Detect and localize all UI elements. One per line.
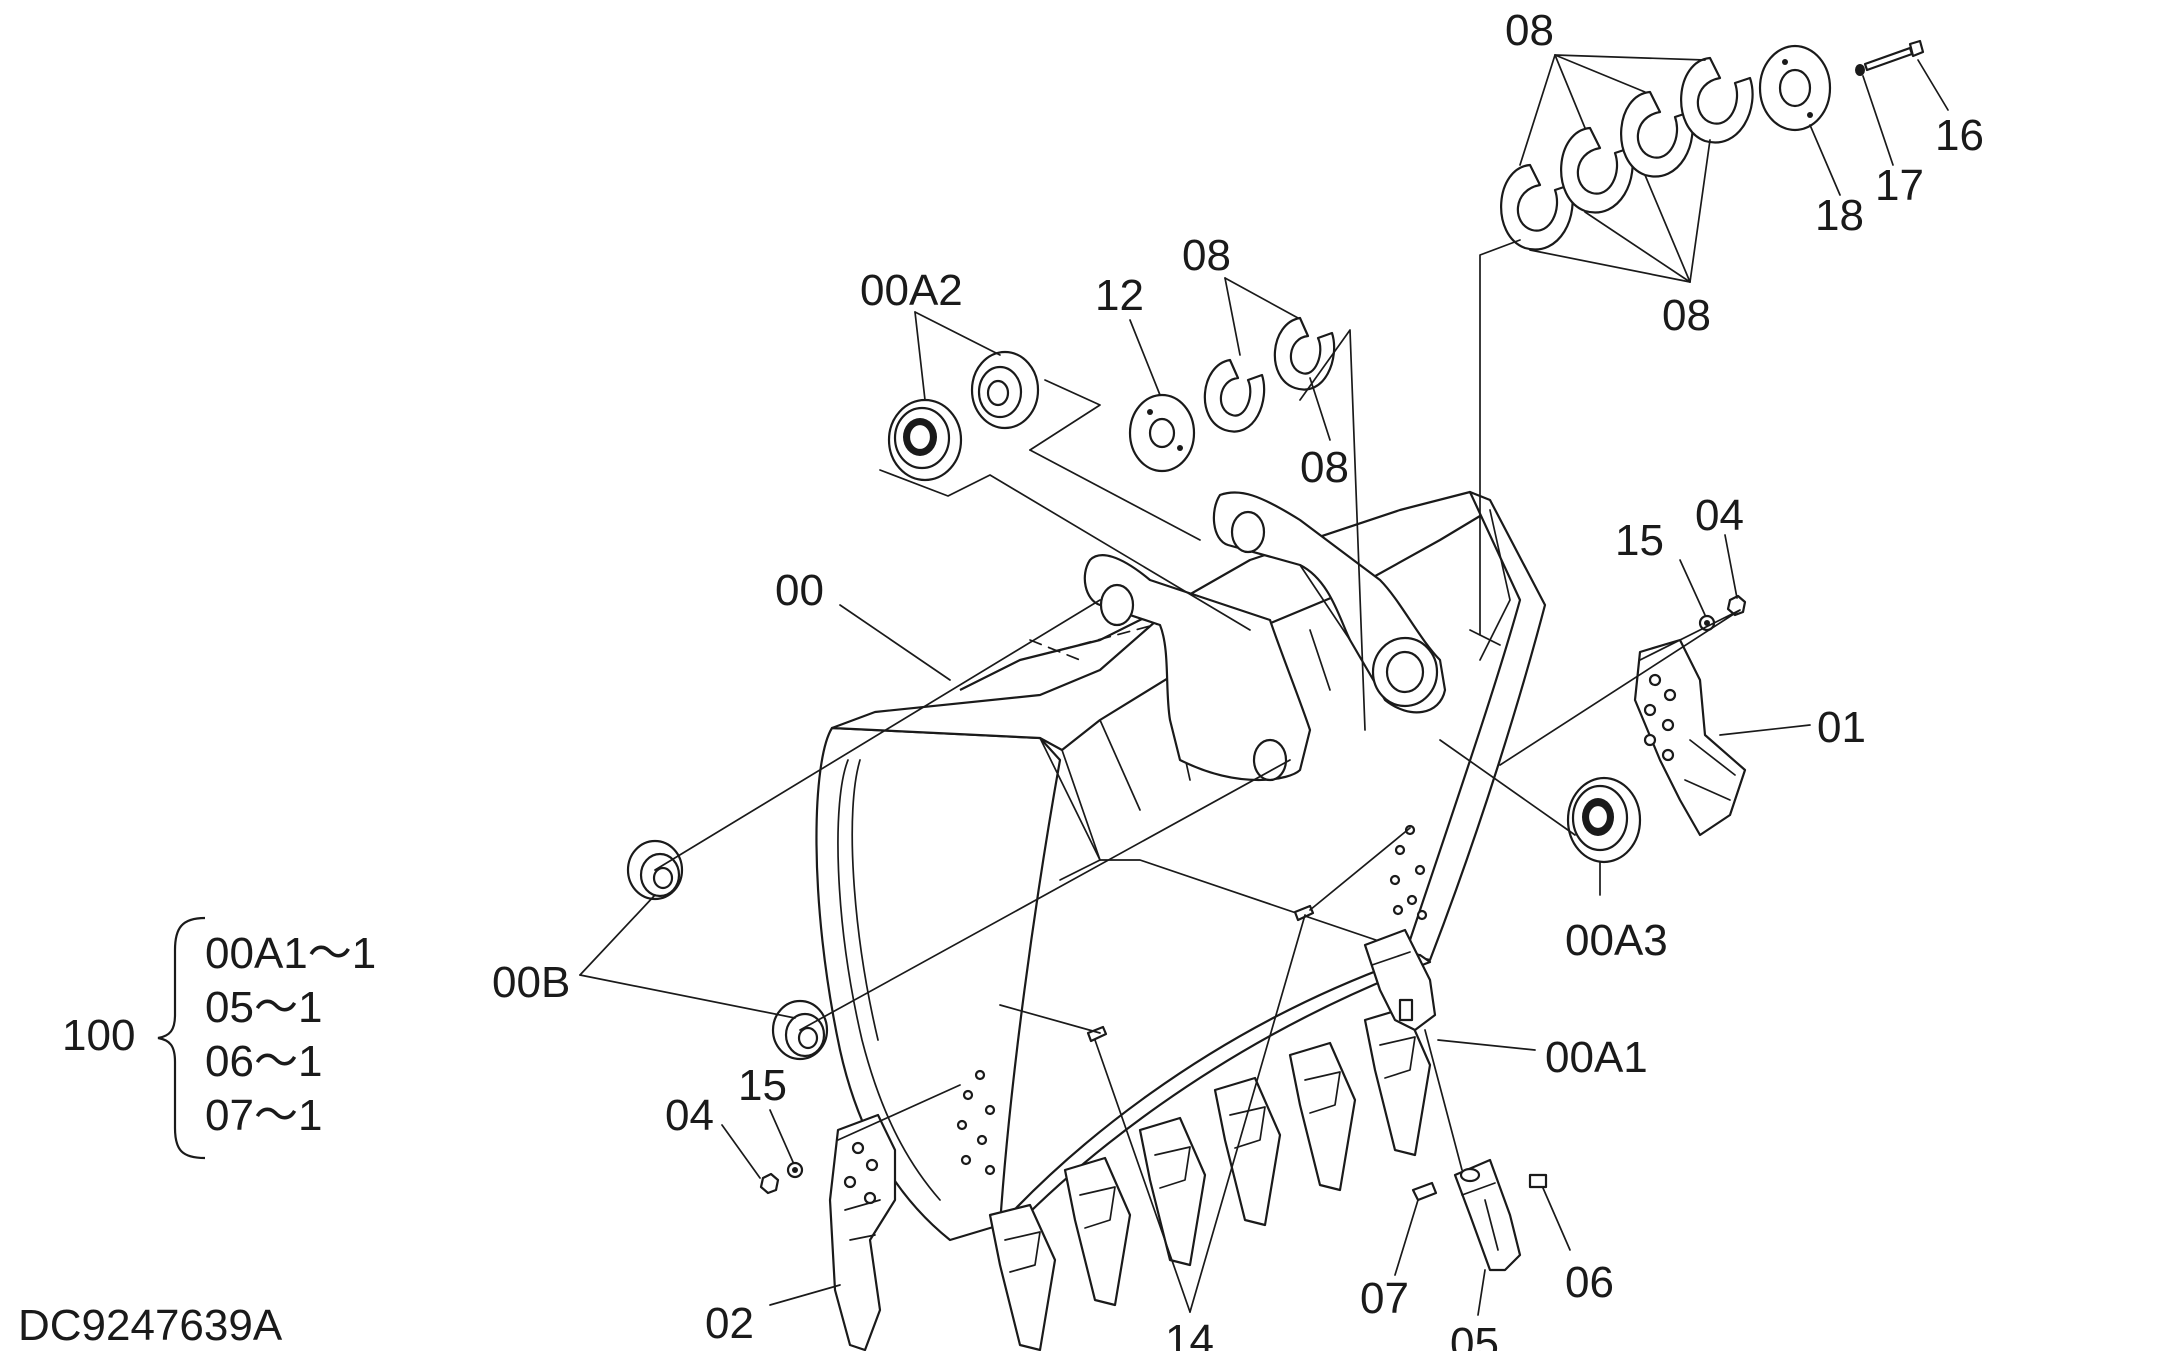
callout-00A2: 00A2 [860, 266, 963, 315]
callout-08-middle-lower: 08 [1300, 443, 1349, 492]
leader-lines [579, 54, 1949, 1316]
callout-00A1: 00A1 [1545, 1033, 1648, 1082]
drawing-code: DC9247639A [18, 1301, 283, 1350]
kit-legend: 100 00A1～1 05～1 06～1 07～1 [62, 916, 376, 1160]
tooth-05-assembly [1411, 1158, 1548, 1272]
callout-08-top: 08 [1505, 6, 1554, 55]
callout-00: 00 [775, 566, 824, 615]
callout-14: 14 [1165, 1316, 1214, 1351]
kit-item-1: 00A1～1 [205, 929, 376, 978]
callout-05: 05 [1450, 1319, 1499, 1351]
washer-15-right [1698, 614, 1716, 632]
callout-16: 16 [1935, 111, 1984, 160]
callout-00B: 00B [492, 958, 570, 1007]
callout-07: 07 [1360, 1274, 1409, 1323]
callout-01: 01 [1817, 703, 1866, 752]
bolt-16 [1863, 39, 1925, 72]
kit-item-4: 07～1 [205, 1091, 322, 1140]
callout-17: 17 [1875, 161, 1924, 210]
plate-12 [1128, 393, 1196, 473]
callout-12: 12 [1095, 271, 1144, 320]
kit-item-3: 06～1 [205, 1037, 322, 1086]
plate-18 [1758, 44, 1832, 132]
callout-00A3: 00A3 [1565, 916, 1668, 965]
callout-15-left: 15 [738, 1061, 787, 1110]
callout-18: 18 [1815, 191, 1864, 240]
bushings-00A2 [887, 350, 1040, 482]
callout-08-middle: 08 [1182, 231, 1231, 280]
callout-04-left: 04 [665, 1091, 714, 1140]
bushings-00B [626, 839, 829, 1061]
washer-15-left [786, 1161, 804, 1179]
kit-number: 100 [62, 1011, 135, 1060]
bucket-body [815, 490, 1547, 1242]
side-cutter-02 [828, 1113, 897, 1351]
bucket-teeth [988, 1006, 1432, 1351]
bushing-00A3 [1566, 776, 1642, 864]
callout-08-top-lower: 08 [1662, 291, 1711, 340]
callout-02: 02 [705, 1299, 754, 1348]
pins-14 [1086, 904, 1315, 1043]
adapter-00A1 [1363, 928, 1437, 1032]
callout-04-right: 04 [1695, 491, 1744, 540]
shims-08-middle [1203, 316, 1336, 433]
callout-15-right: 15 [1615, 516, 1664, 565]
kit-item-2: 05～1 [205, 983, 322, 1032]
shims-08-top [1500, 56, 1754, 251]
callout-06: 06 [1565, 1258, 1614, 1307]
side-cutter-01 [1633, 638, 1747, 837]
nut-04-left [759, 1172, 780, 1195]
washer-17 [1855, 64, 1865, 76]
callout-labels: 00 00B 00A1 00A2 00A3 01 02 04 04 05 06 … [492, 6, 1984, 1351]
